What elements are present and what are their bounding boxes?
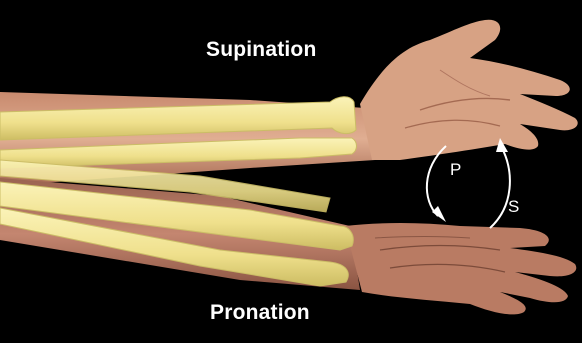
supination-arrow-icon bbox=[490, 148, 510, 228]
supination-arrow-label: S bbox=[508, 197, 519, 217]
pronation-arrowhead-icon bbox=[432, 206, 446, 222]
pronation-arrow-label: P bbox=[450, 160, 461, 180]
supination-label: Supination bbox=[206, 38, 317, 62]
supinated-hand bbox=[360, 20, 578, 160]
pronated-hand bbox=[345, 223, 576, 314]
pronation-label: Pronation bbox=[210, 301, 310, 325]
pronation-arrow-icon bbox=[427, 146, 446, 216]
rotation-arrows bbox=[427, 138, 510, 228]
